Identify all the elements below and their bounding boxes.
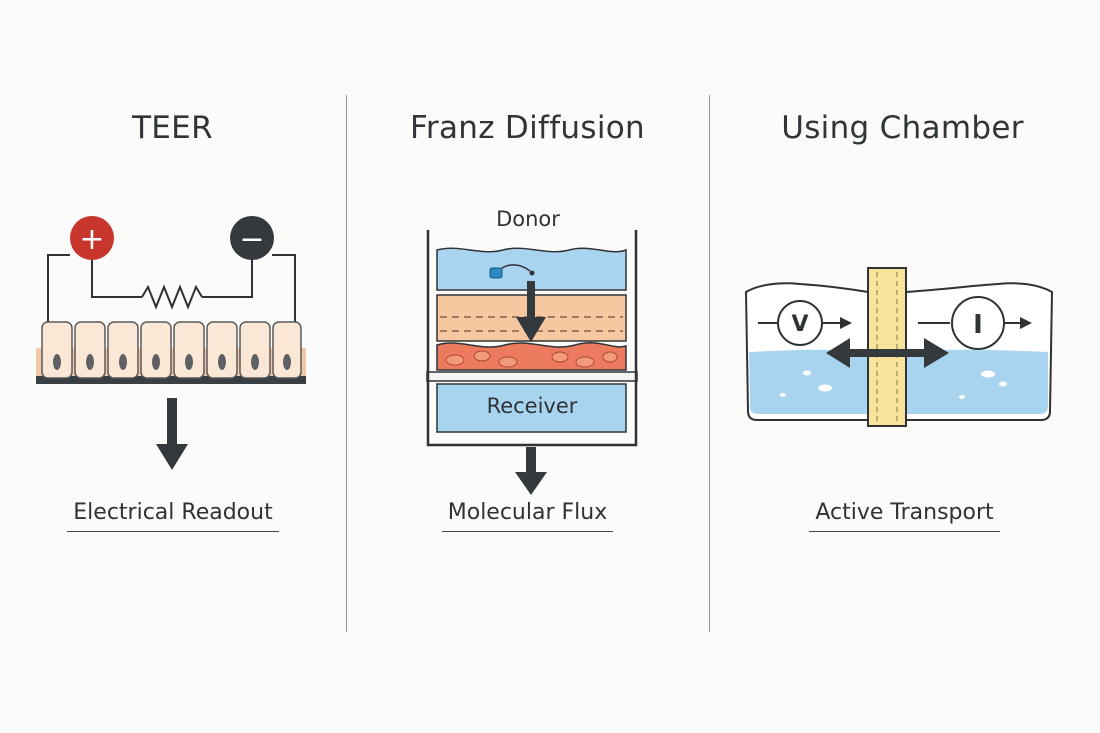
cell-nucleus — [218, 354, 226, 370]
cell-nucleus — [185, 354, 193, 370]
cell-nucleus — [53, 354, 61, 370]
caption-teer: Electrical Readout — [0, 500, 346, 532]
voltmeter-symbol: V — [791, 312, 808, 337]
divider-left — [346, 95, 347, 632]
epithelial-cell — [206, 321, 238, 379]
cell-nucleus — [152, 354, 160, 370]
franz-diagram: Donor Receiver — [426, 207, 638, 495]
panel-title-ussing: Using Chamber — [781, 110, 1024, 146]
teer-circuit-wires — [47, 254, 296, 325]
caption-franz: Molecular Flux — [346, 500, 709, 532]
teer-diagram: + − — [36, 216, 306, 470]
ussing-solution-left — [749, 349, 868, 414]
ammeter-symbol: I — [973, 310, 983, 340]
bubbles — [780, 370, 1007, 399]
ussing-membrane — [867, 267, 907, 427]
franz-flux-arrow — [516, 281, 546, 342]
epithelial-cell — [239, 321, 271, 379]
caption-teer-text: Electrical Readout — [67, 500, 279, 532]
teer-down-arrow — [156, 398, 188, 470]
positive-electrode-symbol: + — [79, 222, 104, 257]
epithelial-cell — [272, 321, 302, 379]
ussing-diagram: V I — [744, 267, 1054, 427]
franz-chamber-walls — [426, 230, 638, 447]
epithelial-cell — [140, 321, 172, 379]
receiver-solution — [436, 383, 627, 433]
receiver-label: Receiver — [487, 394, 578, 418]
cell-nucleus — [86, 354, 94, 370]
caption-franz-text: Molecular Flux — [441, 500, 614, 532]
voltmeter: V — [758, 300, 852, 346]
teer-support-bar — [36, 376, 306, 384]
donor-solution — [436, 247, 627, 291]
molecule-icon — [489, 264, 535, 279]
panel-title-teer: TEER — [132, 110, 213, 146]
ammeter: I — [918, 296, 1032, 350]
cell-nucleus — [251, 354, 259, 370]
caption-ussing-text: Active Transport — [809, 500, 1000, 532]
caption-ussing: Active Transport — [709, 500, 1100, 532]
negative-electrode: − — [230, 216, 274, 260]
franz-output-arrow — [515, 447, 547, 495]
donor-label: Donor — [496, 207, 560, 231]
ussing-solution-right — [906, 349, 1048, 414]
negative-electrode-symbol: − — [239, 222, 264, 257]
cell-nucleus — [283, 354, 291, 370]
tissue-cells — [445, 350, 618, 368]
divider-right — [709, 95, 710, 632]
panel-title-franz: Franz Diffusion — [410, 110, 645, 146]
epithelial-cell — [41, 321, 73, 379]
bidirectional-transport-arrow — [826, 338, 949, 368]
epithelial-cell — [74, 321, 106, 379]
positive-electrode: + — [70, 216, 114, 260]
teer-cell-layer — [41, 321, 302, 379]
epithelial-cell — [107, 321, 139, 379]
teer-cell-nuclei — [53, 354, 291, 370]
cell-nucleus — [119, 354, 127, 370]
epithelial-cell — [173, 321, 205, 379]
